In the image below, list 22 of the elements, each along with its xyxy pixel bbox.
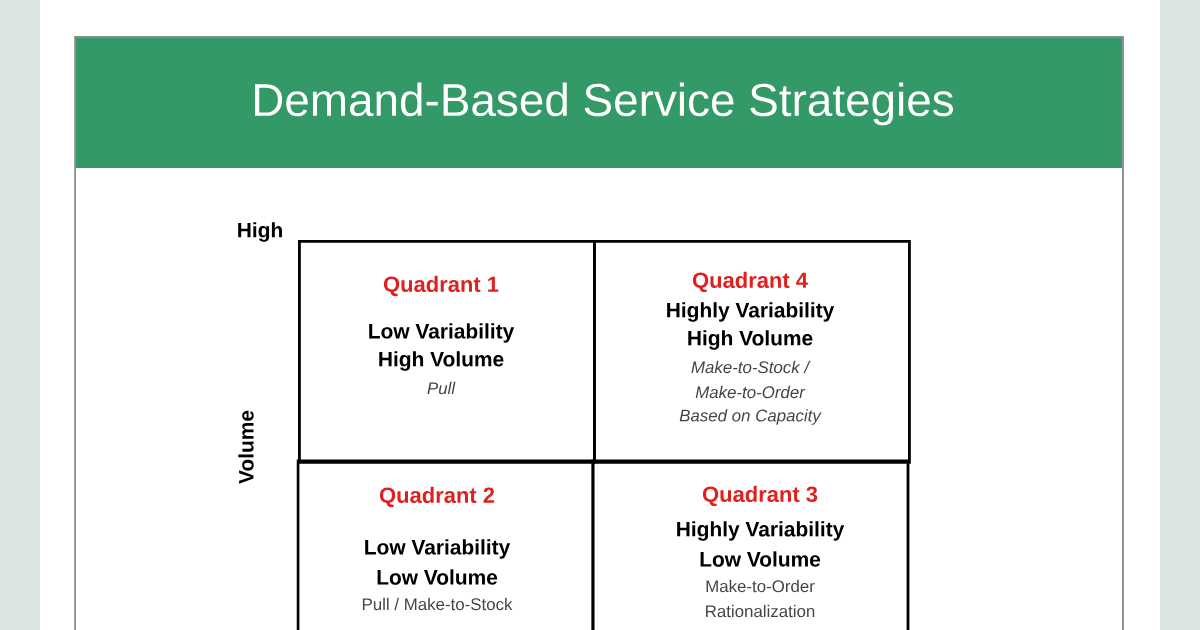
- quadrant-heading: Quadrant 1: [383, 275, 499, 297]
- quadrant-heading: Quadrant 4: [692, 271, 808, 293]
- quadrant-attribute: Low Variability: [365, 539, 511, 559]
- strategy-text: Pull: [427, 381, 456, 395]
- quadrant-heading: Quadrant 3: [702, 485, 818, 507]
- axis-label: High: [238, 222, 282, 242]
- quadrant-attribute: High Volume: [379, 351, 504, 371]
- strategy-text: Make-to-Stock /: [691, 360, 811, 374]
- quadrant-attribute: Highly Variability: [677, 521, 845, 541]
- strategy-text: Based on Capacity: [679, 409, 822, 425]
- quadrant-attribute: Highly Variability: [667, 302, 835, 322]
- axis-title: Volume: [238, 410, 254, 484]
- strategy-text: Make-to-Order: [706, 579, 815, 593]
- quadrant-attribute: Low Volume: [377, 569, 498, 585]
- quadrant-attribute: Low Volume: [700, 551, 821, 567]
- strategy-text: Rationalization: [706, 604, 815, 618]
- strategy-text: Make-to-Order: [695, 385, 806, 399]
- quadrant-attribute: High Volume: [688, 330, 813, 350]
- title-banner: Demand-Based Service Strategies: [76, 38, 1122, 168]
- strategy-text: Pull / Make-to-Stock: [362, 597, 513, 611]
- quadrant-heading: Quadrant 2: [379, 486, 495, 508]
- quadrant-attribute: Low Variability: [369, 323, 515, 343]
